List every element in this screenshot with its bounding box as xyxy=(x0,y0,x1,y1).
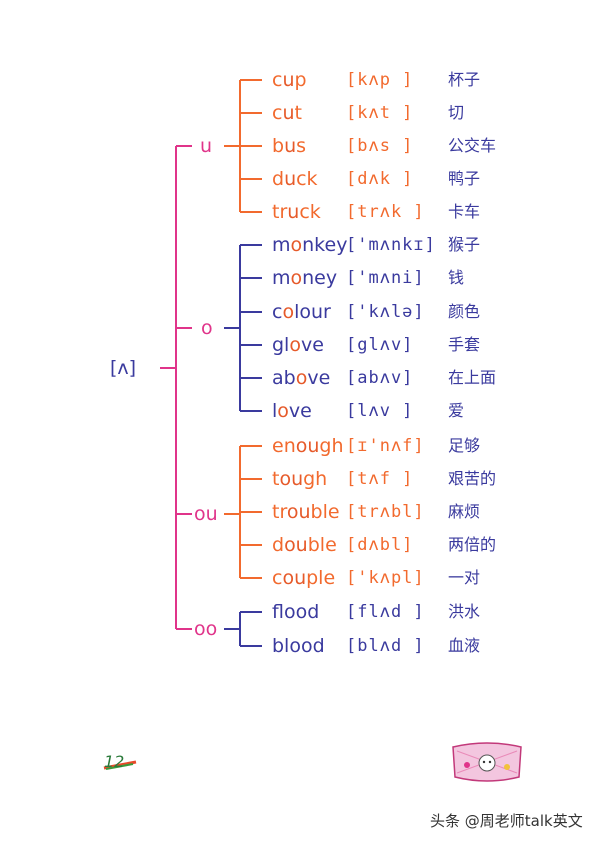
leaf-decoration-icon xyxy=(103,760,137,770)
word-tough: tough xyxy=(272,468,328,490)
sticker-decoration-icon xyxy=(452,742,522,782)
word-flood: flood xyxy=(272,601,320,623)
ipa-flood: [flʌd ] xyxy=(346,602,425,622)
ipa-truck: [trʌk ] xyxy=(346,202,425,222)
cn-double: 两倍的 xyxy=(448,535,497,554)
group-label-ou: ou xyxy=(194,503,218,525)
cn-couple: 一对 xyxy=(448,568,481,587)
word-duck: duck xyxy=(272,168,318,190)
ipa-trouble: [trʌbl] xyxy=(346,502,425,522)
word-truck: truck xyxy=(272,201,321,223)
cn-duck: 鸭子 xyxy=(448,169,481,188)
cn-truck: 卡车 xyxy=(448,202,481,221)
ipa-cut: [kʌt ] xyxy=(346,103,414,123)
group-label-oo: oo xyxy=(194,618,218,640)
word-colour: colour xyxy=(272,301,331,323)
cn-trouble: 麻烦 xyxy=(448,502,481,521)
ipa-glove: [glʌv] xyxy=(346,335,414,355)
ipa-blood: [blʌd ] xyxy=(346,636,425,656)
group-label-u: u xyxy=(200,135,213,157)
cn-enough: 足够 xyxy=(448,436,481,455)
word-glove: glove xyxy=(272,334,324,356)
ipa-colour: ['kʌlə] xyxy=(346,302,425,322)
ipa-couple: ['kʌpl] xyxy=(346,568,425,588)
ipa-money: ['mʌni] xyxy=(346,268,425,288)
cn-cup: 杯子 xyxy=(448,70,481,89)
ipa-duck: [dʌk ] xyxy=(346,169,414,189)
group-label-o: o xyxy=(201,317,213,339)
page-number: 12 xyxy=(104,752,125,771)
cn-monkey: 猴子 xyxy=(448,235,481,254)
word-blood: blood xyxy=(272,635,325,657)
word-double: double xyxy=(272,534,337,556)
cn-cut: 切 xyxy=(448,103,465,122)
cn-above: 在上面 xyxy=(448,368,497,387)
ipa-cup: [kʌp ] xyxy=(346,70,414,90)
ipa-bus: [bʌs ] xyxy=(346,136,414,156)
word-cup: cup xyxy=(272,69,307,91)
cn-money: 钱 xyxy=(448,268,465,287)
word-above: above xyxy=(272,367,331,389)
watermark: 头条 @周老师talk英文 xyxy=(430,812,583,830)
cn-tough: 艰苦的 xyxy=(448,469,497,488)
cn-blood: 血液 xyxy=(448,636,481,655)
word-enough: enough xyxy=(272,435,344,457)
ipa-above: [abʌv] xyxy=(346,368,414,388)
ipa-enough: [ɪ'nʌf] xyxy=(346,436,425,456)
word-money: money xyxy=(272,267,338,289)
word-couple: couple xyxy=(272,567,336,589)
word-love: love xyxy=(272,400,312,422)
word-trouble: trouble xyxy=(272,501,340,523)
cn-bus: 公交车 xyxy=(448,136,497,155)
word-cut: cut xyxy=(272,102,302,124)
ipa-monkey: ['mʌnkɪ] xyxy=(346,235,436,255)
cn-flood: 洪水 xyxy=(448,602,481,621)
cn-colour: 颜色 xyxy=(448,302,481,321)
root-phoneme: [ʌ] xyxy=(110,357,137,379)
ipa-double: [dʌbl] xyxy=(346,535,414,555)
ipa-tough: [tʌf ] xyxy=(346,469,414,489)
word-bus: bus xyxy=(272,135,307,157)
ipa-love: [lʌv ] xyxy=(346,401,414,421)
cn-glove: 手套 xyxy=(448,335,481,354)
cn-love: 爱 xyxy=(448,401,465,420)
word-monkey: monkey xyxy=(272,234,348,256)
